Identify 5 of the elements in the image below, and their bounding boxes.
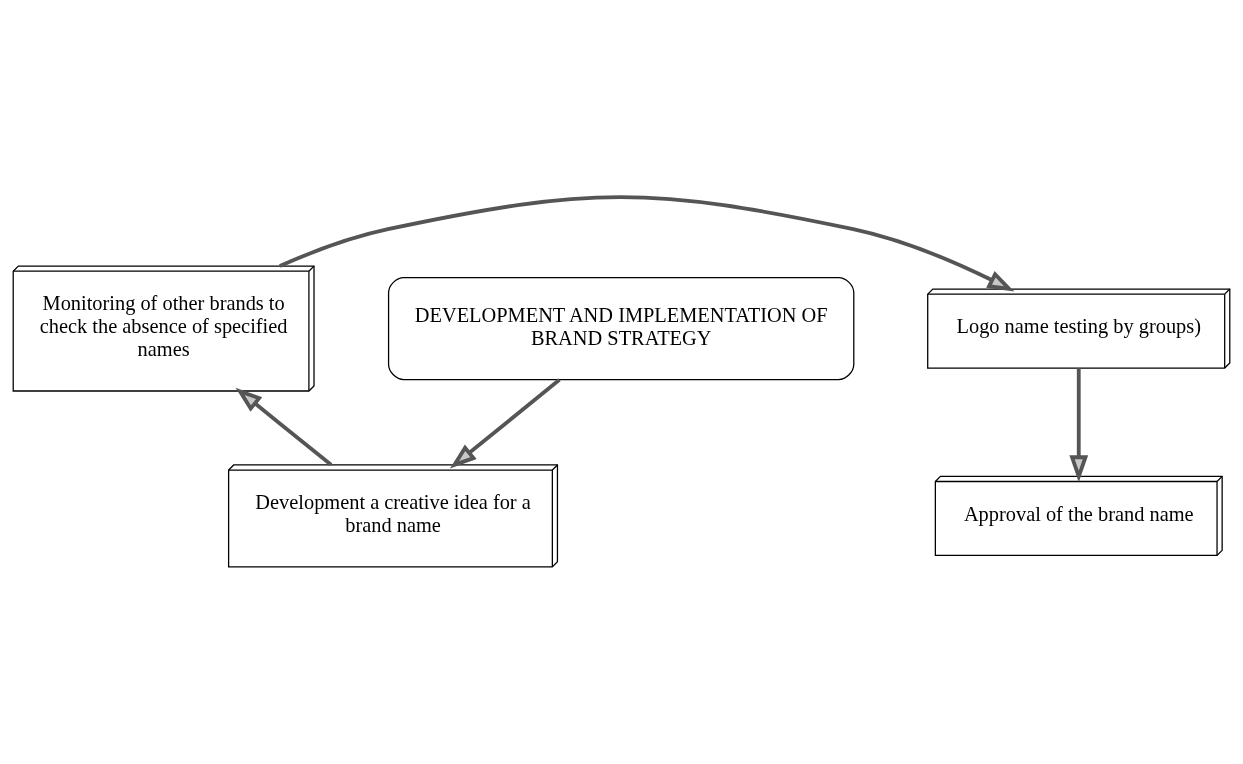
node-box: DEVELOPMENT AND IMPLEMENTATION OF BRAND STRATEGY bbox=[387, 276, 855, 381]
arrow bbox=[235, 387, 333, 467]
arrow bbox=[1069, 368, 1089, 483]
arrow bbox=[449, 378, 561, 469]
arrow bbox=[279, 195, 1015, 292]
